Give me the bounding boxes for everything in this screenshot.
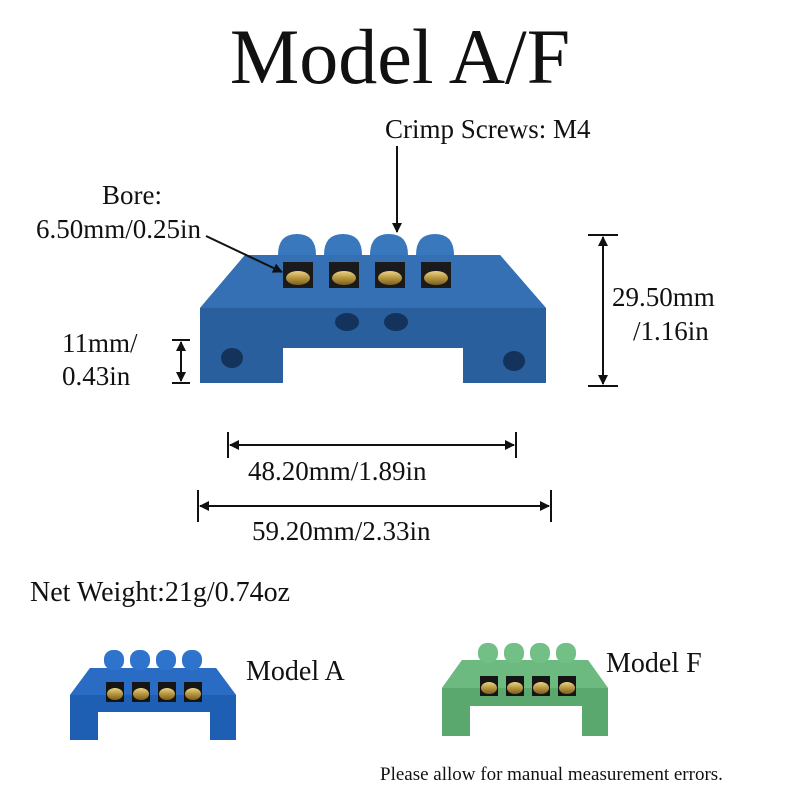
model-a-label: Model A: [246, 656, 345, 687]
disclaimer-note: Please allow for manual measurement erro…: [380, 764, 723, 785]
side-label-line1: 11mm/: [62, 328, 138, 358]
side-label-line2: 0.43in: [62, 361, 131, 391]
height-label-line2: /1.16in: [633, 316, 709, 346]
page-title: Model A/F: [229, 13, 571, 100]
bore-label-line2: 6.50mm/0.25in: [36, 214, 202, 244]
outer-width-dimension: [197, 490, 552, 522]
main-terminal-bar: [200, 234, 546, 383]
outer-width-label: 59.20mm/2.33in: [252, 516, 431, 546]
inner-width-dimension: [227, 432, 517, 458]
bore-arrow: [205, 235, 283, 273]
net-weight-label: Net Weight:21g/0.74oz: [30, 577, 291, 608]
inner-width-label: 48.20mm/1.89in: [248, 456, 427, 486]
bore-label-line1: Bore:: [102, 180, 162, 210]
height-dimension: [588, 234, 618, 387]
height-label-line1: 29.50mm: [612, 282, 715, 312]
model-f-image: [442, 643, 608, 736]
crimp-screws-label: Crimp Screws: M4: [385, 114, 591, 144]
terminal-bar-top-face: [200, 255, 546, 308]
side-dimension: [172, 339, 190, 384]
model-f-label: Model F: [606, 648, 702, 679]
terminal-screw-windows: [283, 262, 451, 288]
terminal-bumps: [278, 234, 454, 255]
mounting-holes: [221, 313, 525, 371]
model-a-image: [70, 650, 236, 740]
